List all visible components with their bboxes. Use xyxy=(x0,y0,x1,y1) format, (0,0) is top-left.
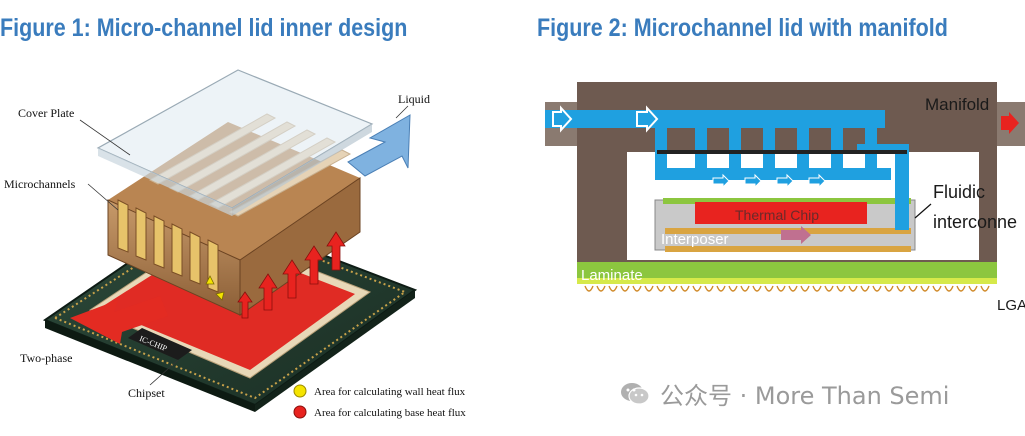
outlet-arrow xyxy=(1001,112,1019,134)
laminate-label: Laminate xyxy=(581,267,643,284)
heat-flux-arrows xyxy=(237,231,346,319)
liquid-label: Liquid xyxy=(398,92,430,106)
interconnect-label: interconne xyxy=(933,212,1017,232)
fluidic-label: Fluidic xyxy=(933,182,985,202)
two-phase-label: Two-phase xyxy=(20,351,72,365)
thermal-chip-label: Thermal Chip xyxy=(735,207,819,223)
figure2-title: Figure 2: Microchannel lid with manifold xyxy=(537,14,948,42)
legend-wall-marker xyxy=(293,384,307,398)
legend-base-text: Area for calculating base heat flux xyxy=(314,407,466,419)
legend-wall-text: Area for calculating wall heat flux xyxy=(314,386,466,398)
cover-plate-label: Cover Plate xyxy=(18,106,74,120)
legend-base-marker xyxy=(293,405,307,419)
liquid-arrow xyxy=(347,114,411,177)
figure1-title: Figure 1: Micro-channel lid inner design xyxy=(0,14,408,42)
fluid-channels xyxy=(545,110,909,230)
figure2-diagram: Manifold Fluidic interconne Thermal Chip… xyxy=(545,82,1025,314)
watermark: 公众号 · More Than Semi xyxy=(620,376,949,411)
microchannels-label: Microchannels xyxy=(4,177,76,191)
watermark-text: 公众号 · More Than Semi xyxy=(660,382,950,410)
interposer-label: Interposer xyxy=(661,231,729,248)
wechat-icon xyxy=(621,382,650,405)
two-phase-arrow xyxy=(70,296,168,344)
wall-flux-markers xyxy=(205,275,225,301)
chip-flow-arrows xyxy=(712,173,826,189)
thermal-chip xyxy=(695,202,867,224)
lga-contacts xyxy=(584,285,990,292)
figure1-diagram: IC-CHIP xyxy=(4,69,466,419)
ic-chip xyxy=(128,328,192,360)
flow-arrows xyxy=(552,105,659,133)
lga-label: LGA xyxy=(997,297,1025,314)
manifold-label: Manifold xyxy=(925,95,989,114)
interposer-flow-arrow xyxy=(781,226,811,244)
chipset-label: Chipset xyxy=(128,386,165,400)
